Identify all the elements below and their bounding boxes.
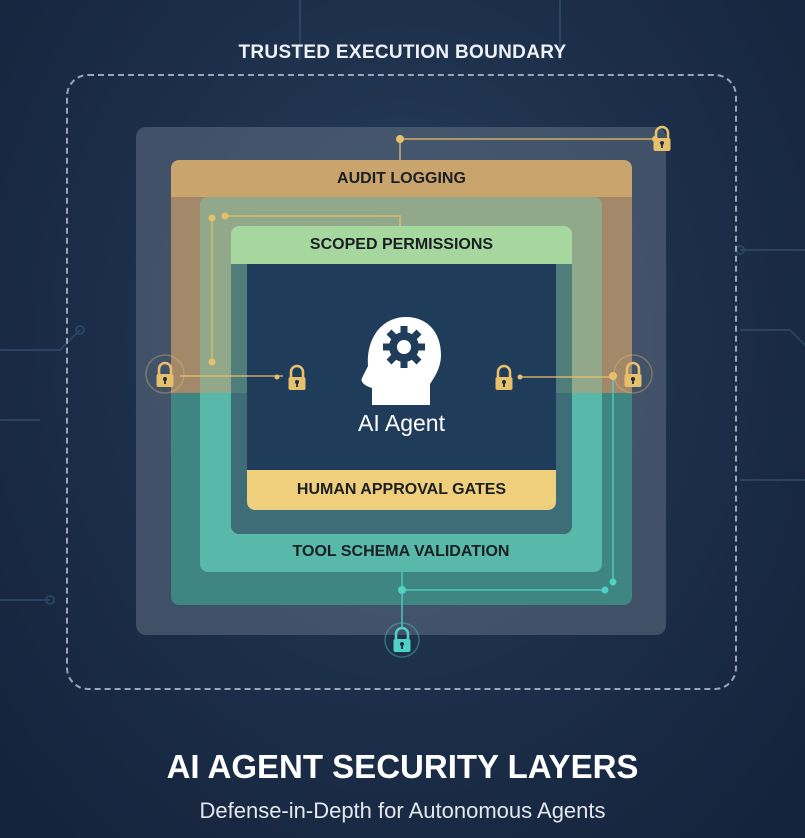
human-approval-gates-layer <box>247 470 556 510</box>
lock-icon <box>155 361 175 389</box>
lock-icon <box>287 364 307 392</box>
lock-icon <box>494 364 514 392</box>
lock-icon <box>392 626 412 654</box>
diagram-subtitle: Defense-in-Depth for Autonomous Agents <box>199 798 606 823</box>
lock-icon <box>623 361 643 389</box>
tool-schema-validation-label: TOOL SCHEMA VALIDATION <box>292 543 510 560</box>
human-approval-gates-label: HUMAN APPROVAL GATES <box>296 481 507 498</box>
trusted-execution-boundary <box>66 74 737 690</box>
ai-agent-label: AI Agent <box>358 410 445 436</box>
scoped-permissions-label: SCOPED PERMISSIONS <box>309 236 494 253</box>
lock-icon <box>652 125 672 153</box>
diagram-title: AI AGENT SECURITY LAYERS <box>166 748 639 785</box>
boundary-label: TRUSTED EXECUTION BOUNDARY <box>238 42 567 63</box>
ai-head-gear-icon <box>361 317 441 405</box>
audit-logging-label: AUDIT LOGGING <box>337 170 466 187</box>
